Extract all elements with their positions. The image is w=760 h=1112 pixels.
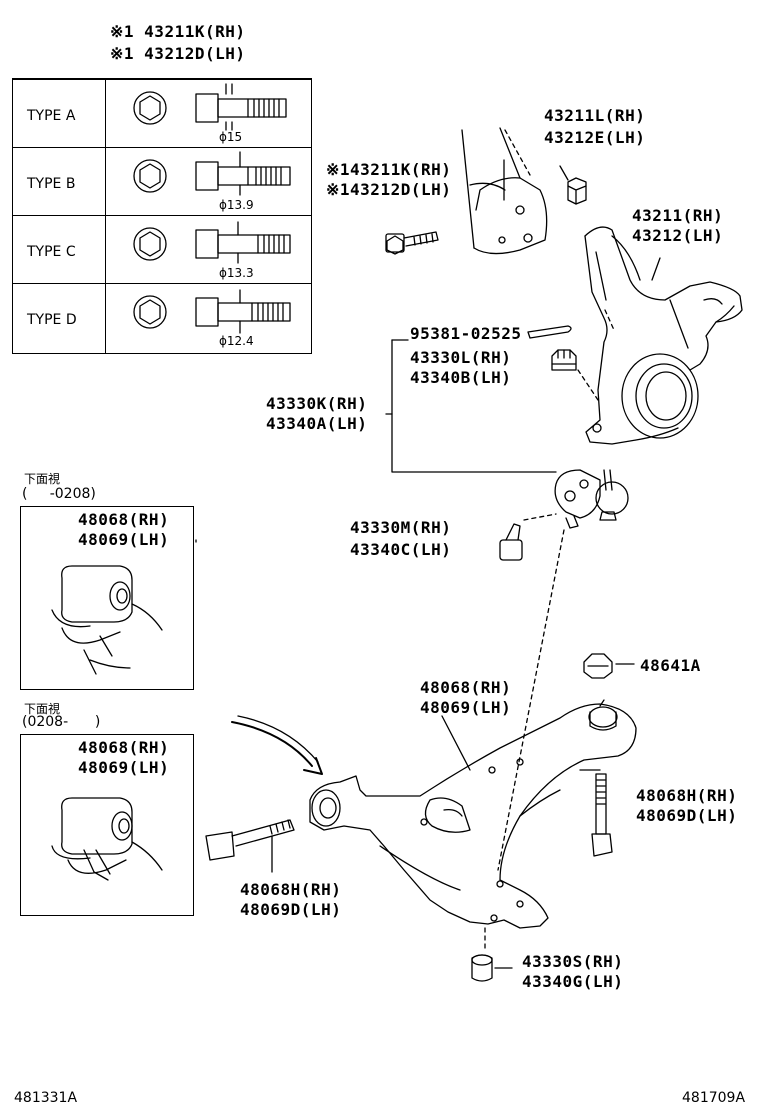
callout-43330M: 43330M(RH) [350,518,452,537]
callout-43211L: 43211L(RH) [544,106,646,125]
ball-joint-drawing [554,469,629,529]
arm-front-bolt-icon [205,819,295,861]
inset-upper-part-lh: 48069(LH) [78,530,170,549]
bolt-type-table: TYPE A ϕ15 TYPE B ϕ13.9 TYPE C ϕ13.3 TYP… [12,78,312,354]
type-bolt-label-lh: ※1 43212D(LH) [110,44,246,63]
view-direction-arrow-icon [231,715,323,775]
callout-43211K: ※143211K(RH) [326,160,452,179]
inset-range: (0208- ) [22,714,101,730]
callout-43212D: ※143212D(LH) [326,180,452,199]
footer-left-code: 481331A [14,1090,78,1106]
arm-rear-bolt-icon [591,773,613,857]
callout-43340G: 43340G(LH) [522,972,624,991]
strut-bracket-drawing [461,127,548,255]
table-row: TYPE A ϕ15 [13,79,311,148]
bolt-diameter: ϕ12.4 [219,334,254,348]
inset-lower-frame [20,734,194,916]
inset-lower-bushing-drawing [51,797,163,881]
callout-48069D-left: 48069D(LH) [240,900,342,919]
callout-95381: 95381-02525 [410,324,522,343]
callout-43340B: 43340B(LH) [410,368,512,387]
castle-nut-icon [551,349,577,371]
bolt-type-name: TYPE A [27,108,76,124]
callout-43212E: 43212E(LH) [544,128,646,147]
callout-43340A: 43340A(LH) [266,414,368,433]
table-row: TYPE C ϕ13.3 [13,215,311,284]
arm-bushing-icon [471,954,493,982]
callout-48069: 48069(LH) [420,698,512,717]
knuckle-arm-leader [604,309,615,331]
callout-43340C: 43340C(LH) [350,540,452,559]
cotter-pin-icon [527,325,572,339]
bolt-type-c-icon [133,221,291,264]
bolt-diameter: ϕ13.3 [219,266,254,280]
bolt-type-d-icon [133,289,291,334]
callout-43330K: 43330K(RH) [266,394,368,413]
callout-48068H-right: 48068H(RH) [636,786,738,805]
inset-view-label: 下面視 [24,472,61,486]
bolt-type-name: TYPE B [27,176,76,192]
bolt-type-a-icon [133,83,287,131]
inset-upper-bushing-drawing [51,565,163,675]
inset-upper-part-rh: 48068(RH) [78,510,170,529]
inset-lower-part-rh: 48068(RH) [78,738,170,757]
callout-43330L: 43330L(RH) [410,348,512,367]
callout-48069D-right: 48069D(LH) [636,806,738,825]
inset-upper-frame [20,506,194,690]
callout-43212: 43212(LH) [632,226,724,245]
footer-right-code: 481709A [682,1090,746,1106]
inset-range: ( -0208) [22,486,96,502]
table-row: TYPE D ϕ12.4 [13,283,311,352]
lower-control-arm-drawing [309,699,637,929]
callout-48068H-left: 48068H(RH) [240,880,342,899]
table-divider [105,79,106,353]
ball-joint-bolt-icon [499,523,523,561]
strut-bolt-icon [385,231,439,255]
ball-joint-nut-icon [583,653,613,679]
inset-view-label: 下面視 [24,702,61,716]
inset-lower-part-lh: 48069(LH) [78,758,170,777]
bolt-type-b-icon [133,151,291,196]
callout-48068: 48068(RH) [420,678,512,697]
table-row: TYPE B ϕ13.9 [13,147,311,216]
bolt-type-name: TYPE C [27,244,76,260]
callout-43211: 43211(RH) [632,206,724,225]
type-bolt-label-rh: ※1 43211K(RH) [110,22,246,41]
callout-48641A: 48641A [640,656,701,675]
bolt-diameter: ϕ15 [219,130,243,144]
strut-nut-icon [567,177,587,205]
callout-43330S: 43330S(RH) [522,952,624,971]
bolt-type-name: TYPE D [27,312,77,328]
steering-knuckle-drawing [584,226,743,445]
bolt-diameter: ϕ13.9 [219,198,254,212]
